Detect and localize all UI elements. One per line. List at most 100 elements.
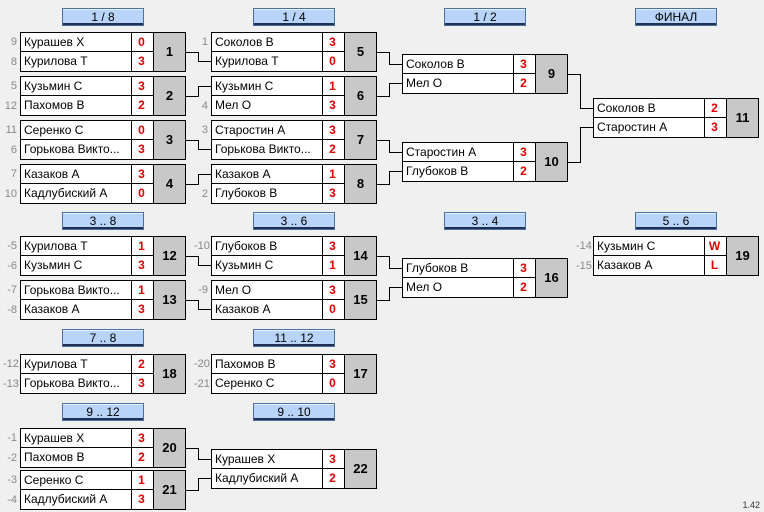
player-score: 3 <box>513 143 533 162</box>
player-name: Глубоков В <box>215 186 278 200</box>
player-score: 3 <box>131 374 151 393</box>
player-score: 3 <box>322 450 342 469</box>
match-number: 22 <box>344 450 376 488</box>
player-row[interactable]: Горькова Викто...3 <box>21 374 153 393</box>
match-number: 4 <box>153 165 185 203</box>
player-name: Старостин А <box>215 123 286 137</box>
player-score: 0 <box>131 33 151 52</box>
seed-label: 11 <box>5 124 17 136</box>
connector-line <box>568 127 593 163</box>
connector-line <box>377 52 402 65</box>
player-score: 1 <box>131 237 151 256</box>
player-row[interactable]: Горькова Викто...3 <box>21 140 153 159</box>
player-row[interactable]: Горькова Викто...1 <box>21 281 153 300</box>
connector-line <box>186 256 211 266</box>
seed-label: -12 <box>3 358 19 370</box>
match-number: 18 <box>153 355 185 393</box>
player-name: Соколов В <box>406 57 465 71</box>
player-row[interactable]: Горькова Викто...2 <box>212 140 344 159</box>
player-score: 3 <box>131 300 151 319</box>
seed-label: 10 <box>4 188 17 200</box>
player-score: 3 <box>131 77 151 96</box>
match-number: 12 <box>153 237 185 275</box>
player-name: Кузьмин С <box>24 79 83 93</box>
player-name: Кадлубиский А <box>24 492 108 506</box>
player-name: Пахомов В <box>24 450 85 464</box>
player-score: 3 <box>513 55 533 74</box>
player-name: Кузьмин С <box>24 258 83 272</box>
round-header-h38: 3 .. 8 <box>62 212 144 230</box>
player-score: 3 <box>704 118 724 137</box>
player-name: Мел О <box>406 76 443 90</box>
match-number: 5 <box>344 33 376 71</box>
seed-label: 2 <box>201 188 208 200</box>
connector-line <box>377 140 402 153</box>
player-row[interactable]: Кузьмин С 3 <box>21 77 153 96</box>
player-name: Серенко С <box>24 473 84 487</box>
player-row[interactable]: Соколов В 3 <box>403 55 535 74</box>
player-name: Курилова Т <box>215 54 279 68</box>
